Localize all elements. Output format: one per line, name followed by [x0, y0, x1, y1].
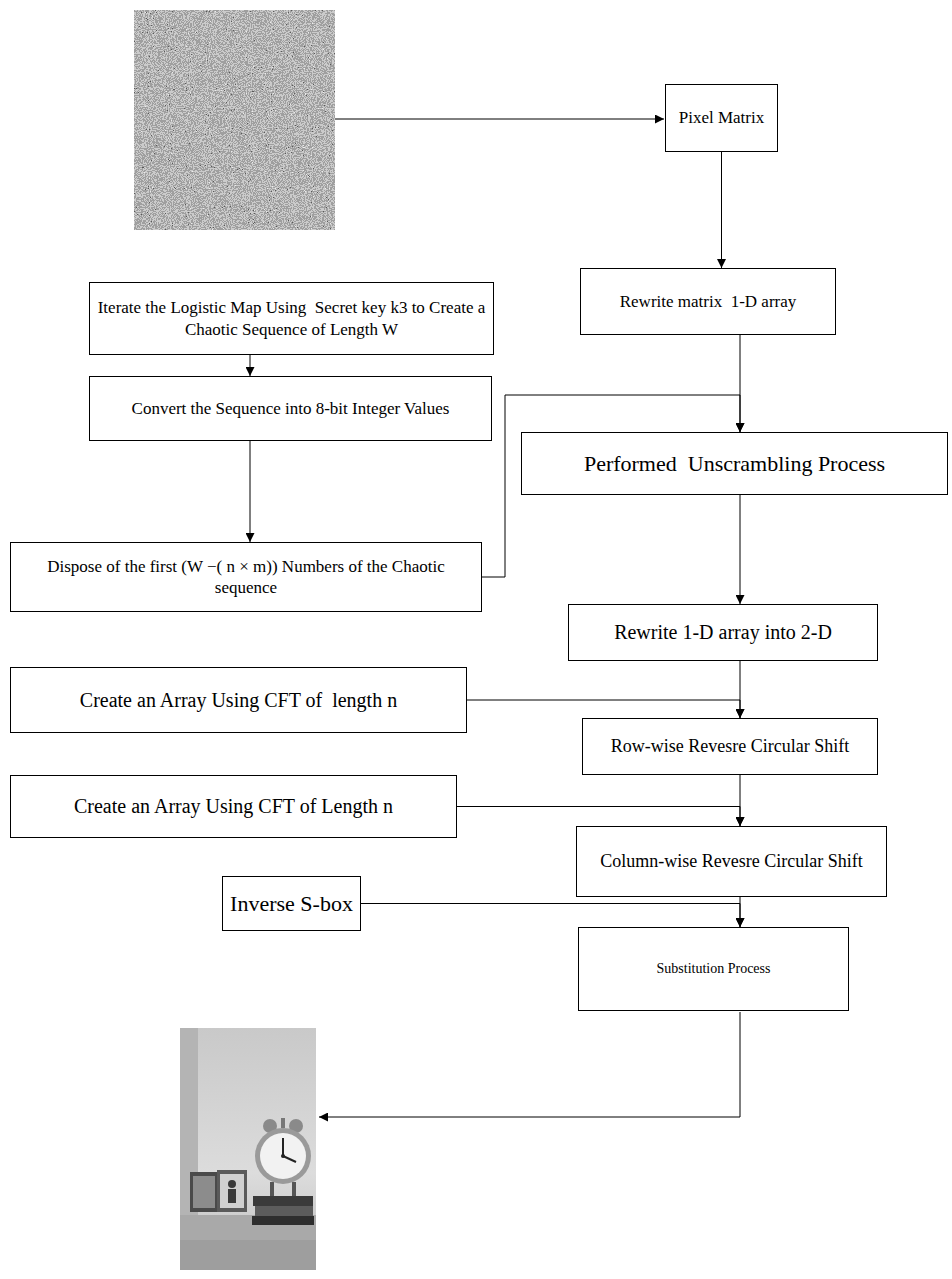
- process-box: Performed Unscrambling Process: [521, 432, 948, 495]
- process-box: Substitution Process: [578, 927, 849, 1011]
- process-box: Pixel Matrix: [665, 84, 778, 152]
- box-label: Create an Array Using CFT of Length n: [74, 794, 393, 819]
- process-box: Create an Array Using CFT of length n: [10, 667, 467, 733]
- flow-arrow: [361, 904, 740, 928]
- plain-image: [180, 1028, 316, 1270]
- box-label: Substitution Process: [657, 960, 771, 978]
- flow-arrow: [740, 495, 741, 604]
- process-box: Iterate the Logistic Map Using Secret ke…: [89, 282, 494, 355]
- flow-arrow: [250, 441, 251, 542]
- process-box: Column-wise Revesre Circular Shift: [576, 826, 887, 897]
- process-box: Rewrite matrix 1-D array: [580, 268, 836, 335]
- cipher-image: [134, 10, 335, 230]
- box-label: Row-wise Revesre Circular Shift: [611, 735, 849, 758]
- process-box: Rewrite 1-D array into 2-D: [568, 604, 878, 661]
- flow-arrow: [721, 152, 722, 268]
- input-arrow: [335, 119, 664, 120]
- process-box: Row-wise Revesre Circular Shift: [582, 718, 878, 775]
- box-label: Performed Unscrambling Process: [584, 450, 885, 478]
- box-label: Pixel Matrix: [679, 107, 764, 128]
- flow-arrow: [467, 700, 740, 718]
- process-box: Convert the Sequence into 8-bit Integer …: [89, 376, 492, 441]
- box-label: Create an Array Using CFT of length n: [80, 688, 397, 713]
- process-box: Inverse S-box: [222, 876, 361, 931]
- process-box: Dispose of the first (W −( n × m)) Numbe…: [10, 542, 482, 612]
- box-label: Rewrite 1-D array into 2-D: [614, 620, 832, 645]
- flow-arrow: [250, 355, 251, 376]
- box-label: Inverse S-box: [230, 890, 353, 918]
- box-label: Column-wise Revesre Circular Shift: [600, 850, 862, 873]
- box-label: Dispose of the first (W −( n × m)) Numbe…: [17, 556, 475, 599]
- process-box: Create an Array Using CFT of Length n: [10, 775, 457, 838]
- flow-arrow: [457, 807, 740, 827]
- output-arrow: [319, 1012, 740, 1117]
- box-label: Iterate the Logistic Map Using Secret ke…: [96, 297, 487, 340]
- box-label: Convert the Sequence into 8-bit Integer …: [132, 398, 450, 419]
- box-label: Rewrite matrix 1-D array: [620, 291, 797, 312]
